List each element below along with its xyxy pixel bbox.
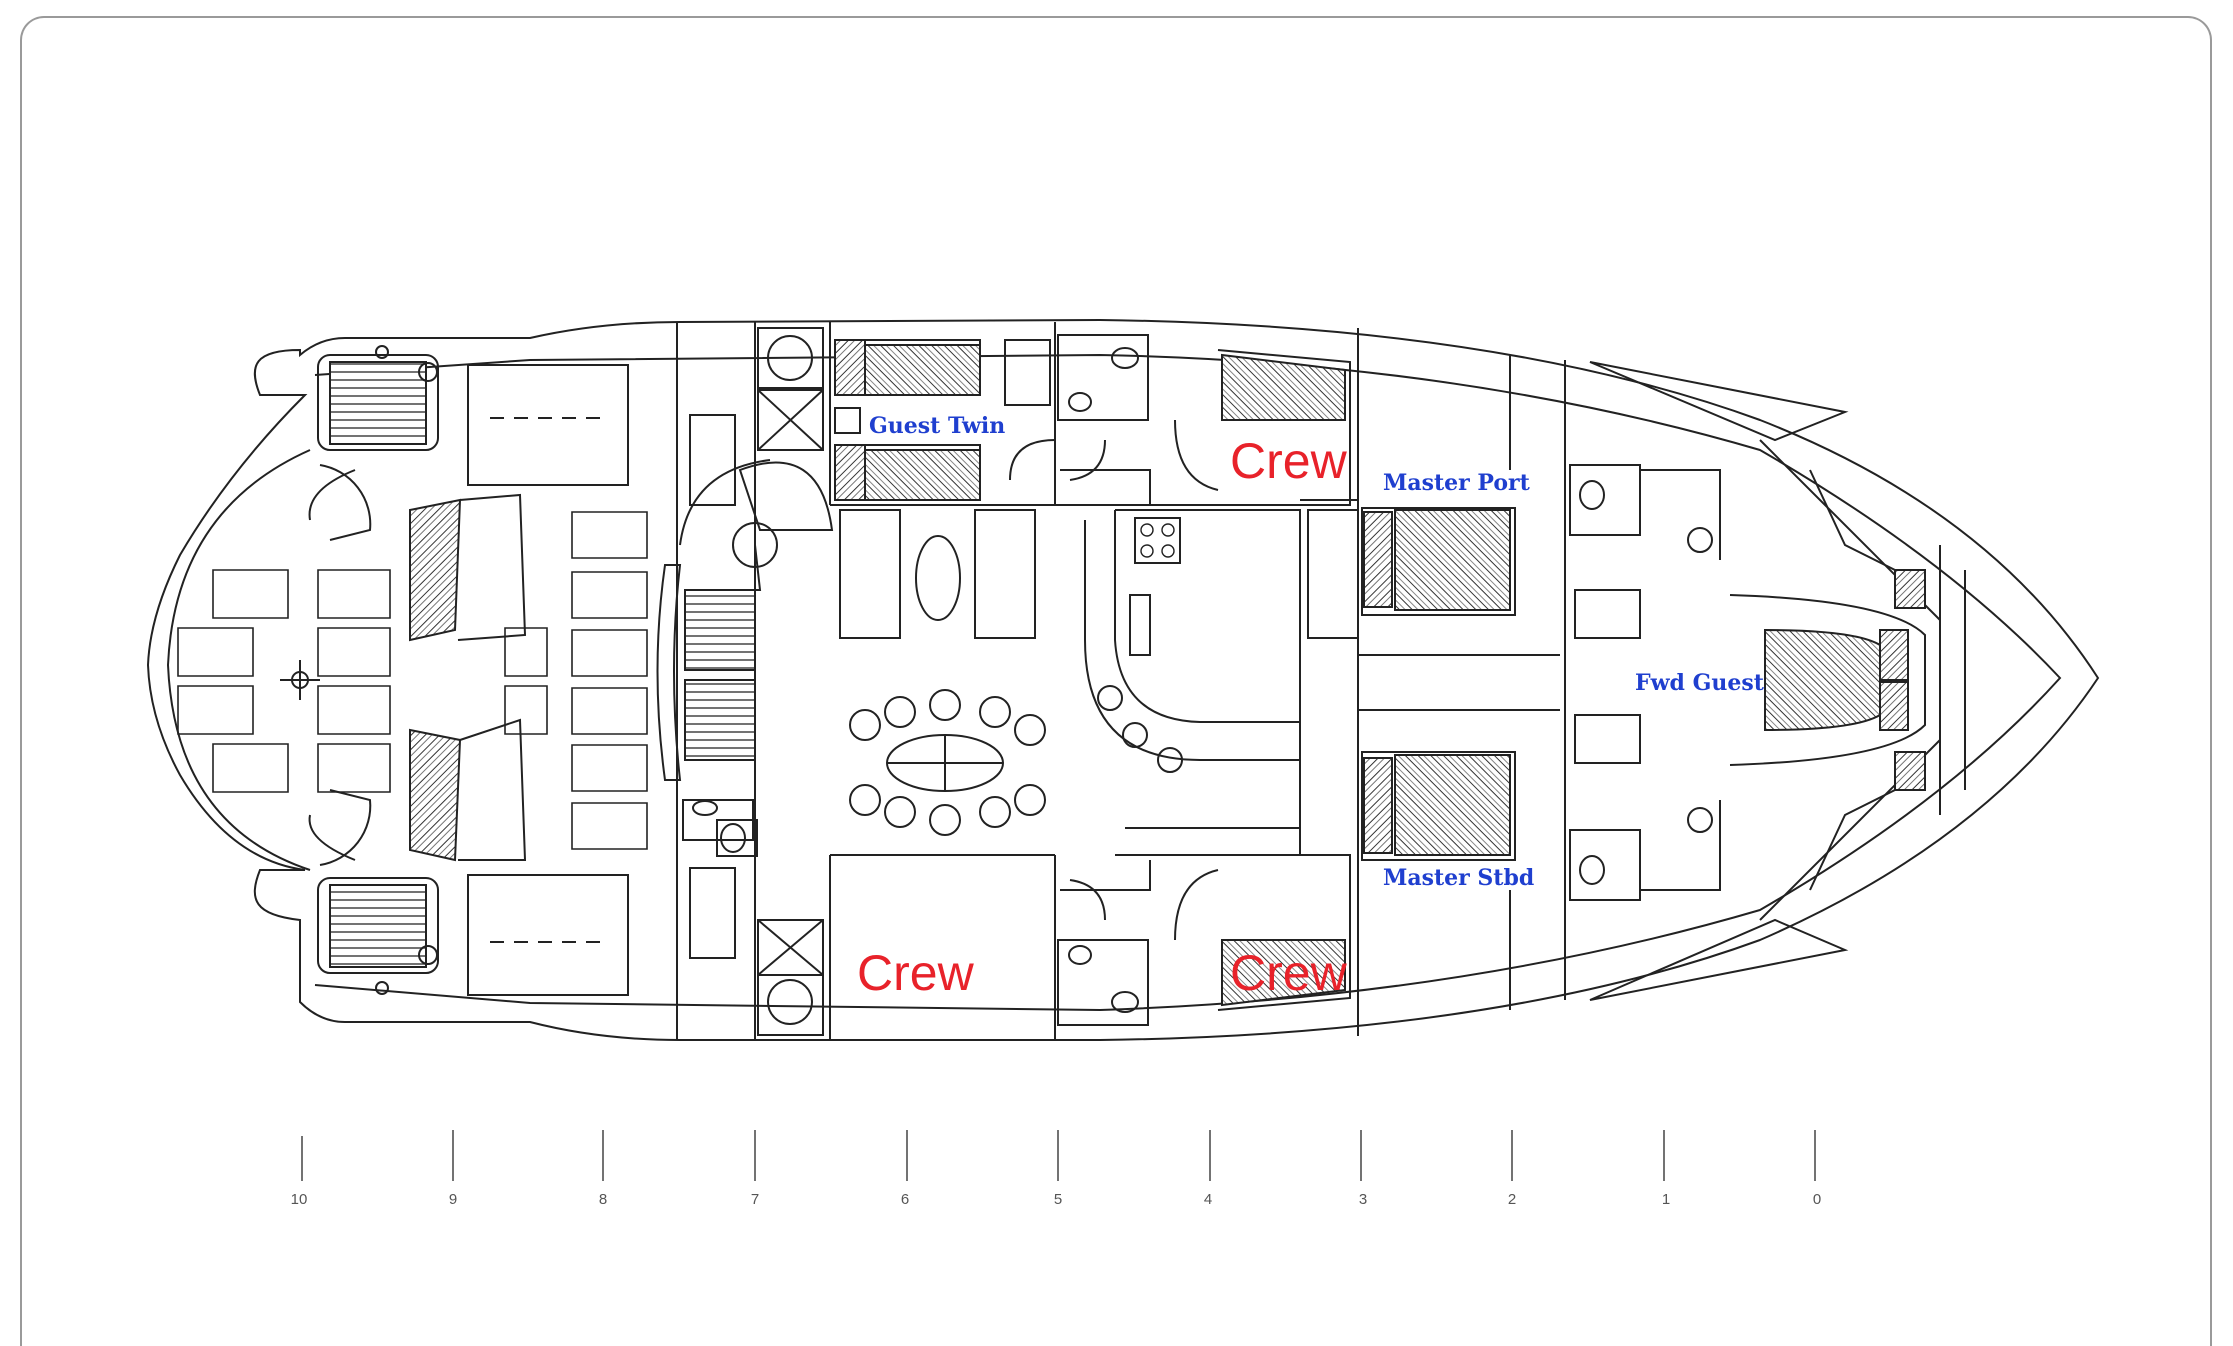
hull-outline [148, 320, 2098, 1040]
room-label-crew-port: Crew [1230, 433, 1348, 489]
station-label: 8 [599, 1191, 607, 1208]
room-label-crew-aft-stbd: Crew [857, 945, 975, 1001]
room-label-master-stbd: Master Stbd [1383, 865, 1534, 891]
room-label-fwd-guest: Fwd Guest [1635, 670, 1765, 696]
drawing-frame [20, 16, 2212, 1346]
station-scale [302, 1130, 1815, 1181]
station-label: 2 [1508, 1191, 1516, 1208]
station-label: 1 [1662, 1191, 1670, 1208]
station-label: 10 [291, 1191, 308, 1208]
station-label: 9 [449, 1191, 457, 1208]
room-label-guest-twin: Guest Twin [869, 413, 1005, 439]
station-label: 6 [901, 1191, 909, 1208]
room-label-master-port: Master Port [1383, 470, 1531, 496]
room-label-crew-stbd: Crew [1230, 945, 1348, 1001]
station-label: 0 [1813, 1191, 1821, 1208]
station-label: 4 [1204, 1191, 1212, 1208]
station-label: 7 [751, 1191, 759, 1208]
station-label: 3 [1359, 1191, 1367, 1208]
station-label: 5 [1054, 1191, 1062, 1208]
